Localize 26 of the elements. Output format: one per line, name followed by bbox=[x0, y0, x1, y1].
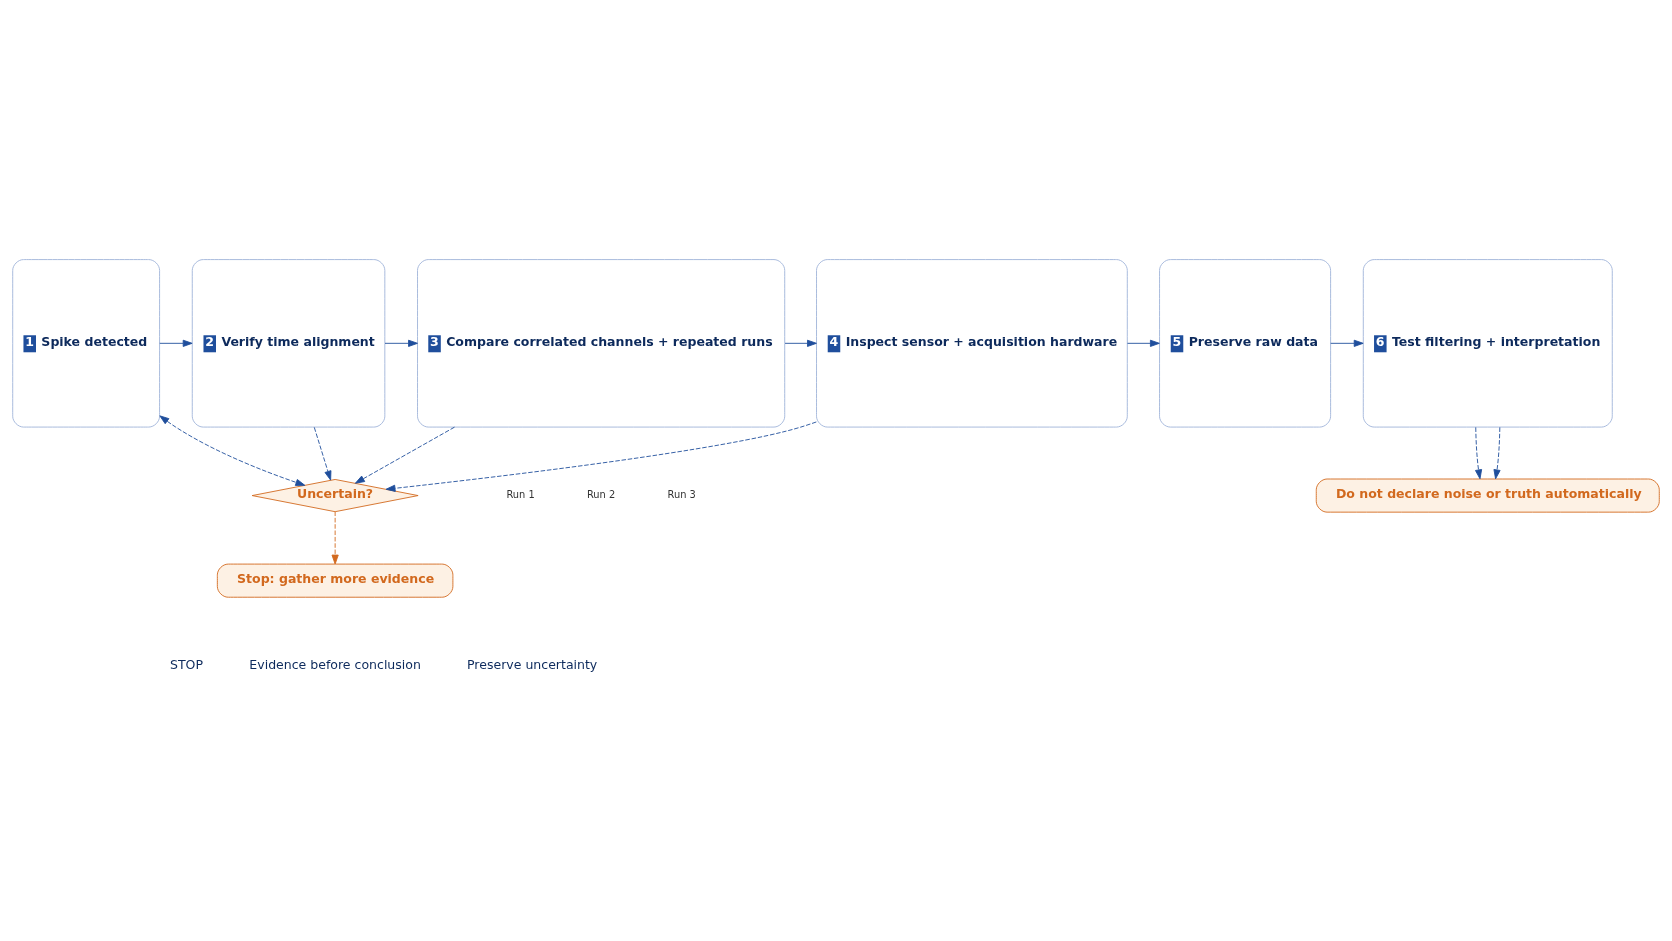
node-box: 2 Verify time alignment bbox=[191, 259, 386, 428]
arrow bbox=[1475, 426, 1483, 480]
arrow bbox=[313, 426, 332, 481]
node-box: 4 Inspect sensor + acquisition hardware bbox=[816, 259, 1128, 428]
arrow bbox=[784, 339, 817, 347]
legend-label: Run 3 bbox=[667, 489, 696, 501]
node-box: 1 Spike detected bbox=[12, 259, 161, 428]
node-box: Do not declare noise or truth automatically bbox=[1315, 478, 1660, 513]
arrow bbox=[159, 339, 193, 347]
label: Preserve uncertainty bbox=[467, 656, 598, 672]
arrow bbox=[331, 511, 339, 565]
label: STOP bbox=[169, 656, 203, 672]
label: Evidence before conclusion bbox=[249, 656, 421, 672]
node-box: 3 Compare correlated channels + repeated runs bbox=[417, 259, 786, 428]
legend-label: Run 1 bbox=[506, 489, 535, 501]
arrow bbox=[1330, 339, 1364, 347]
node-box: 6 Test filtering + interpretation bbox=[1362, 259, 1613, 428]
arrow bbox=[159, 415, 306, 486]
legend-label: Run 2 bbox=[586, 489, 616, 501]
arrow bbox=[385, 421, 817, 492]
arrow bbox=[354, 426, 455, 484]
arrow bbox=[1493, 426, 1501, 480]
node-box: Stop: gather more evidence bbox=[216, 563, 454, 598]
node-box: 5 Preserve raw data bbox=[1159, 259, 1332, 428]
arrow bbox=[384, 339, 418, 347]
arrow bbox=[1127, 339, 1160, 347]
